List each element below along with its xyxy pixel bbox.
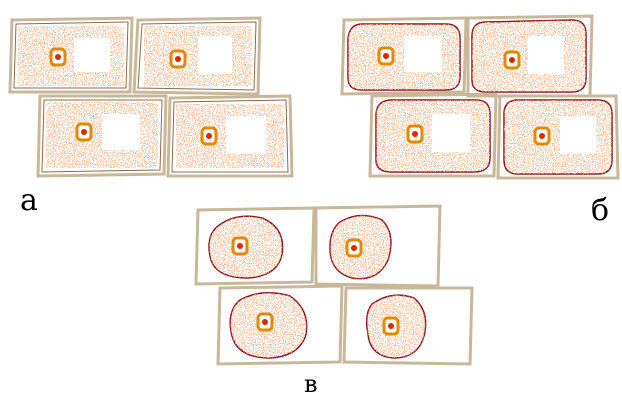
panel-label-a: а	[20, 186, 38, 216]
vacuole	[102, 114, 140, 150]
vacuole	[404, 36, 442, 72]
nucleus	[233, 238, 247, 254]
cell-b3	[370, 94, 496, 176]
nucleus	[258, 314, 272, 330]
cell-c1	[196, 208, 314, 284]
panel-label-b: б	[591, 196, 609, 226]
cell-a4	[168, 96, 292, 176]
panel-a-normal-cells	[10, 18, 292, 176]
vacuole	[226, 116, 266, 154]
cell-b2	[468, 16, 592, 96]
nucleus	[535, 128, 549, 144]
panel-b-incipient-plasmolysis	[342, 16, 618, 178]
nucleus	[379, 48, 393, 64]
cell-b1	[342, 18, 466, 94]
nucleus	[408, 126, 422, 142]
nucleus	[51, 49, 65, 65]
panel-label-c: в	[304, 372, 318, 396]
cell-c3	[218, 286, 342, 364]
nucleus	[384, 318, 398, 334]
cell-a2	[134, 18, 260, 94]
cell-a3	[38, 96, 166, 176]
nucleus	[202, 128, 216, 144]
nucleus	[171, 51, 185, 67]
cell-b4	[498, 96, 618, 178]
vacuole	[528, 36, 564, 74]
vacuole	[560, 116, 596, 154]
panel-c-convex-plasmolysis	[196, 206, 472, 364]
nucleus	[347, 240, 361, 256]
cell-c4	[344, 288, 472, 364]
nucleus	[77, 124, 91, 140]
cell-c2	[316, 206, 440, 286]
vacuole	[432, 114, 470, 152]
vacuole	[74, 38, 110, 72]
nucleus	[505, 52, 519, 68]
cell-a1	[10, 18, 132, 92]
vacuole	[198, 36, 232, 74]
